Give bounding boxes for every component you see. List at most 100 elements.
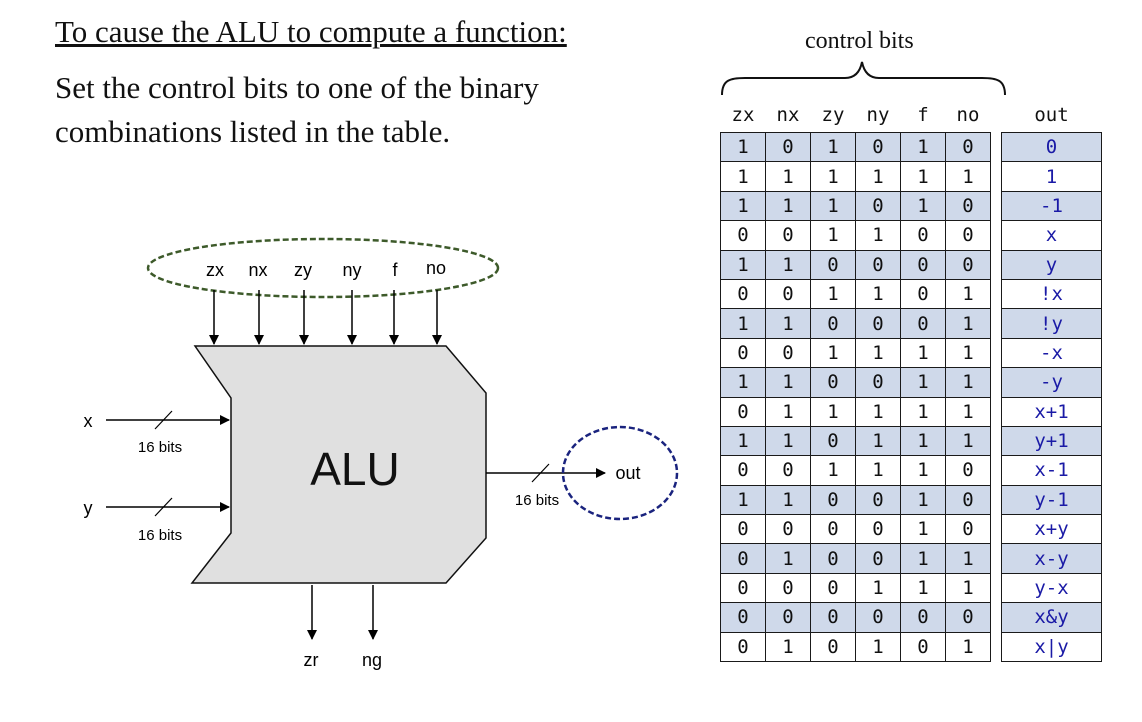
bit-cell-no: 0 xyxy=(945,484,991,516)
bit-cell-zy: 0 xyxy=(810,367,856,398)
bit-cell-no: 1 xyxy=(945,631,991,663)
bit-cell-ny: 1 xyxy=(855,220,901,251)
bit-cell-nx: 1 xyxy=(765,308,811,339)
bit-cell-nx: 0 xyxy=(765,455,811,486)
bit-cell-f: 1 xyxy=(900,425,946,457)
out-cell: x+y xyxy=(1001,514,1102,545)
bit-cell-zx: 1 xyxy=(720,367,766,398)
bit-cell-zx: 1 xyxy=(720,190,766,222)
bit-cell-f: 0 xyxy=(900,602,946,633)
control-bits-label: control bits xyxy=(805,28,914,54)
bit-cell-no: 1 xyxy=(945,396,991,427)
bit-cell-zy: 1 xyxy=(810,190,856,222)
status-output-ng: ng xyxy=(362,650,382,670)
bit-cell-zx: 0 xyxy=(720,572,766,604)
bit-cell-f: 1 xyxy=(900,367,946,398)
bit-cell-zx: 1 xyxy=(720,161,766,192)
bit-cell-f: 0 xyxy=(900,249,946,280)
alu-label: ALU xyxy=(310,443,399,495)
bit-cell-f: 0 xyxy=(900,308,946,339)
out-cell: y-x xyxy=(1001,572,1102,604)
bit-cell-no: 1 xyxy=(945,543,991,574)
bit-cell-zy: 0 xyxy=(810,543,856,574)
bit-cell-nx: 0 xyxy=(765,572,811,604)
bit-cell-zx: 1 xyxy=(720,484,766,516)
bit-cell-f: 1 xyxy=(900,190,946,222)
bit-cell-ny: 1 xyxy=(855,572,901,604)
bit-cell-ny: 0 xyxy=(855,367,901,398)
output-highlight-circle xyxy=(561,425,679,521)
bit-cell-nx: 0 xyxy=(765,602,811,633)
bit-cell-ny: 1 xyxy=(855,455,901,486)
bit-cell-ny: 1 xyxy=(855,161,901,192)
out-cell: -x xyxy=(1001,337,1102,369)
bit-cell-no: 0 xyxy=(945,220,991,251)
header-f: f xyxy=(917,104,929,126)
out-cell: x&y xyxy=(1001,602,1102,633)
out-cell: !x xyxy=(1001,278,1102,310)
bit-cell-f: 0 xyxy=(900,278,946,310)
bit-cell-nx: 0 xyxy=(765,514,811,545)
bit-cell-zx: 0 xyxy=(720,455,766,486)
bit-cell-no: 0 xyxy=(945,602,991,633)
bit-cell-zx: 0 xyxy=(720,602,766,633)
bit-cell-no: 1 xyxy=(945,425,991,457)
control-input-label-ny: ny xyxy=(342,260,361,280)
bit-cell-zx: 0 xyxy=(720,543,766,574)
bit-cell-zx: 1 xyxy=(720,308,766,339)
control-bits-ellipse xyxy=(146,237,500,299)
control-input-label-zy: zy xyxy=(294,260,312,280)
bit-cell-f: 1 xyxy=(900,484,946,516)
bit-cell-zx: 1 xyxy=(720,131,766,163)
bit-cell-no: 1 xyxy=(945,337,991,369)
bit-cell-nx: 1 xyxy=(765,631,811,663)
bit-cell-f: 1 xyxy=(900,455,946,486)
output-width: 16 bits xyxy=(515,492,559,509)
bit-cell-zx: 1 xyxy=(720,249,766,280)
bit-cell-f: 1 xyxy=(900,543,946,574)
out-cell: -1 xyxy=(1001,190,1102,222)
bit-cell-f: 0 xyxy=(900,220,946,251)
bit-cell-no: 1 xyxy=(945,367,991,398)
bit-cell-nx: 0 xyxy=(765,131,811,163)
bit-cell-zx: 0 xyxy=(720,278,766,310)
header-zy: zy xyxy=(821,104,845,126)
bit-cell-nx: 1 xyxy=(765,190,811,222)
out-cell: x|y xyxy=(1001,631,1102,663)
bit-cell-f: 1 xyxy=(900,572,946,604)
bit-cell-ny: 1 xyxy=(855,278,901,310)
bit-cell-nx: 1 xyxy=(765,543,811,574)
out-cell: y-1 xyxy=(1001,484,1102,516)
instruction-line-1: Set the control bits to one of the binar… xyxy=(55,70,539,105)
bit-cell-zy: 1 xyxy=(810,455,856,486)
bit-cell-zx: 0 xyxy=(720,396,766,427)
bit-cell-ny: 0 xyxy=(855,543,901,574)
bit-cell-zy: 1 xyxy=(810,161,856,192)
bit-cell-no: 1 xyxy=(945,278,991,310)
bit-cell-no: 1 xyxy=(945,308,991,339)
control-input-label-zx: zx xyxy=(206,260,224,280)
bit-cell-f: 1 xyxy=(900,396,946,427)
bit-cell-zx: 0 xyxy=(720,220,766,251)
bit-cell-no: 1 xyxy=(945,572,991,604)
bit-cell-zy: 0 xyxy=(810,308,856,339)
bit-cell-ny: 0 xyxy=(855,190,901,222)
bit-cell-zy: 0 xyxy=(810,602,856,633)
bit-cell-zy: 1 xyxy=(810,337,856,369)
bit-cell-zy: 0 xyxy=(810,572,856,604)
bit-cell-no: 0 xyxy=(945,514,991,545)
bit-cell-zx: 0 xyxy=(720,631,766,663)
out-cell: 0 xyxy=(1001,131,1102,163)
input-x-label: x xyxy=(84,411,93,431)
out-cell: x xyxy=(1001,220,1102,251)
bit-cell-zy: 0 xyxy=(810,484,856,516)
